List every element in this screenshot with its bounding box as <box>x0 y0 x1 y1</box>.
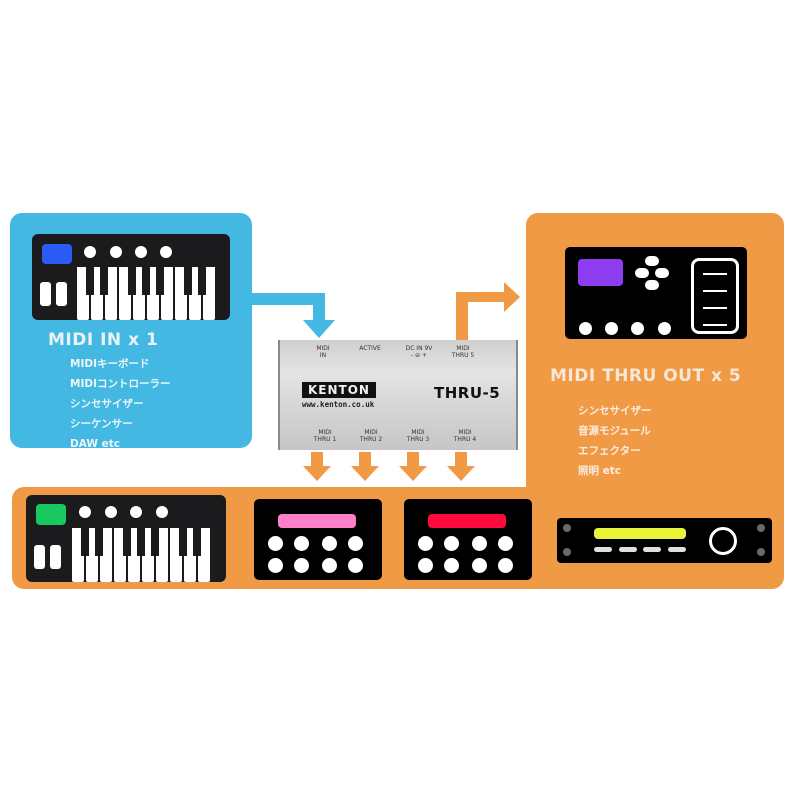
knob-icon <box>84 246 96 258</box>
slider-icon <box>34 545 45 569</box>
knob-icon <box>156 506 168 518</box>
midi-keyboard-icon <box>26 495 226 582</box>
list-item: シンセサイザー <box>70 398 144 410</box>
knob-icon <box>130 506 142 518</box>
display-icon <box>594 528 686 539</box>
piano-keys <box>77 267 223 320</box>
list-item: 照明 etc <box>578 465 622 477</box>
kenton-url: www.kenton.co.uk <box>302 400 375 409</box>
list-item: 音源モジュール <box>578 425 651 437</box>
knob-icon <box>135 246 147 258</box>
thru2-arrow-icon <box>351 452 379 481</box>
kenton-thru5-device: MIDI IN ACTIVE DC IN 9V - ⊖ + MIDI THRU … <box>278 340 518 450</box>
port-label-thru2: MIDI THRU 2 <box>359 429 383 443</box>
list-item: シンセサイザー <box>578 405 652 417</box>
display-icon <box>278 514 356 528</box>
list-item: MIDIキーボード <box>70 358 150 370</box>
footswitch-icon <box>579 322 592 335</box>
midi-keyboard-icon <box>32 234 230 320</box>
thru3-arrow-icon <box>399 452 427 481</box>
piano-keys <box>72 528 218 582</box>
power-label-dc: DC IN 9V - ⊖ + <box>405 345 433 359</box>
port-label-thru5: MIDI THRU 5 <box>451 345 475 359</box>
dpad-down-icon <box>645 280 659 290</box>
midi-in-device-list: MIDIキーボード MIDIコントローラー シンセサイザー シーケンサー DAW… <box>70 354 170 454</box>
midi-thru5-arrow-icon <box>456 282 520 340</box>
port-label-thru4: MIDI THRU 4 <box>453 429 477 443</box>
thru4-arrow-icon <box>447 452 475 481</box>
display-icon <box>428 514 506 528</box>
footswitch-icon <box>631 322 644 335</box>
volume-knob-icon <box>709 527 737 555</box>
dpad-right-icon <box>655 268 669 278</box>
model-name: THRU-5 <box>434 384 501 402</box>
drum-machine-icon <box>254 499 382 580</box>
knob-icon <box>79 506 91 518</box>
midi-in-title: MIDI IN x 1 <box>48 330 159 350</box>
list-item: MIDIコントローラー <box>70 378 171 390</box>
pad-icon <box>36 504 66 525</box>
display-icon <box>578 259 623 286</box>
knob-icon <box>105 506 117 518</box>
midi-out-device-list: シンセサイザー 音源モジュール エフェクター 照明 etc <box>578 401 652 481</box>
multi-effects-icon <box>565 247 747 339</box>
footswitch-icon <box>658 322 671 335</box>
port-label-thru3: MIDI THRU 3 <box>406 429 430 443</box>
list-item: シーケンサー <box>70 418 133 430</box>
footswitch-icon <box>605 322 618 335</box>
port-label-midi-in: MIDI IN <box>316 345 330 359</box>
dpad-left-icon <box>635 268 649 278</box>
slider-icon <box>50 545 61 569</box>
kenton-logo: KENTON <box>302 382 376 398</box>
list-item: DAW etc <box>70 438 120 450</box>
rack-module-icon <box>557 518 772 563</box>
drum-machine-icon <box>404 499 532 580</box>
pad-icon <box>42 244 72 264</box>
thru1-arrow-icon <box>303 452 331 481</box>
list-item: エフェクター <box>578 445 641 457</box>
slider-icon <box>56 282 67 306</box>
midi-in-arrow-icon <box>252 293 335 338</box>
knob-icon <box>110 246 122 258</box>
dpad-up-icon <box>645 256 659 266</box>
knob-icon <box>160 246 172 258</box>
port-label-thru1: MIDI THRU 1 <box>313 429 337 443</box>
slider-icon <box>40 282 51 306</box>
led-label-active: ACTIVE <box>359 345 381 352</box>
midi-out-title: MIDI THRU OUT x 5 <box>550 366 742 386</box>
expression-pedal-icon <box>691 258 739 334</box>
